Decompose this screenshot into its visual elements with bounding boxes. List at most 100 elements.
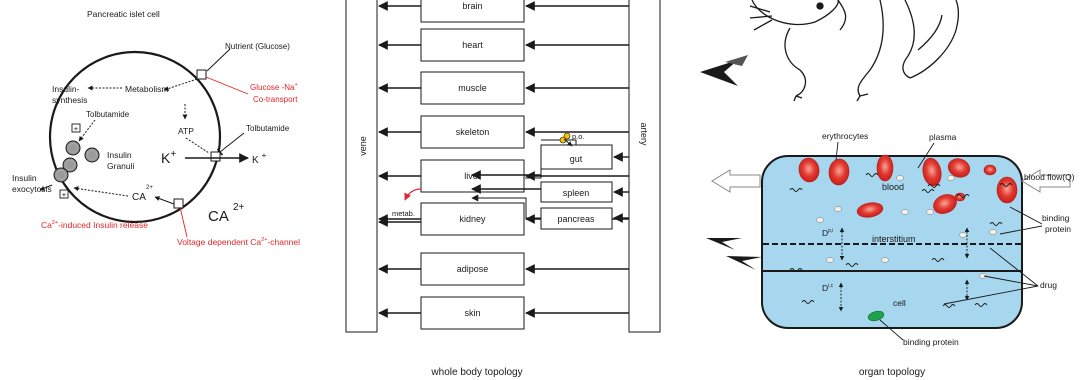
- organ-box-heart: [420, 28, 525, 62]
- erythrocyte-group: [798, 154, 1018, 218]
- interstitium-label: interstitium: [872, 234, 916, 244]
- blood-flow-out-arrow: [711, 169, 761, 193]
- erythrocytes-label: erythrocytes: [822, 131, 868, 141]
- organ-label-spleen: spleen: [563, 188, 590, 198]
- whole-body-caption: whole body topology: [430, 367, 522, 378]
- k-inside-label: K+: [161, 149, 176, 166]
- drug-molecule: [927, 184, 941, 188]
- organ-label-muscle: muscle: [458, 83, 487, 93]
- organ-box-skeleton: [420, 115, 525, 149]
- organ-box-spleen: [540, 181, 613, 203]
- chevron-upper-2: [725, 55, 748, 66]
- binding-protein: [979, 273, 987, 279]
- binding-protein: [881, 257, 889, 263]
- drug-molecule: [845, 263, 859, 267]
- k-atp-channel: [210, 151, 221, 162]
- erythrocytes-leader: [835, 141, 839, 161]
- drug-molecule: [989, 222, 1003, 226]
- metabolism-label: Metabolism: [125, 84, 168, 94]
- atp-to-channel-line: [185, 137, 210, 154]
- insulin-granuli-label-1: Insulin: [107, 150, 132, 160]
- binding-protein: [834, 206, 842, 212]
- plasma-leader: [917, 142, 935, 169]
- d-pi-label: Dp,i: [822, 228, 833, 238]
- blood-flow-label: blood flow(Q): [1024, 172, 1075, 182]
- drug-leader-2: [983, 275, 1039, 287]
- binding-protein-cell: [867, 310, 885, 322]
- drug-leader-1: [989, 247, 1039, 287]
- co-transport-label: Co-transport: [253, 95, 298, 104]
- atp-label: ATP: [178, 126, 194, 136]
- tolbutamide-inner-arrow: [78, 119, 96, 142]
- nutrient-label: Nutrient (Glucose): [225, 42, 290, 51]
- erythrocyte: [856, 202, 884, 218]
- insulin-exocytosis-label-2: exocytosis: [12, 184, 52, 194]
- organ-label-heart: heart: [462, 40, 483, 50]
- plus-box-lower: [59, 189, 69, 199]
- organ-label-skin: skin: [464, 308, 480, 318]
- plus-box-upper: [71, 123, 81, 133]
- binding-protein: [896, 175, 904, 181]
- cell-label: cell: [893, 298, 906, 308]
- drug-molecule: [956, 194, 970, 198]
- insulin-synthesis-label-2: synthesis: [52, 95, 87, 105]
- ca-induced-release-label: Ca2+-induced Insulin release: [41, 220, 148, 230]
- voltage-channel-label: Voltage dependent Ca2+-channel: [177, 237, 300, 247]
- drug-molecule: [974, 303, 988, 307]
- plasma-label: plasma: [929, 132, 957, 142]
- po-label: p.o.: [572, 132, 585, 141]
- drug-molecule: [865, 173, 879, 177]
- plus-sign-upper: +: [74, 124, 79, 133]
- binding-protein: [959, 232, 967, 238]
- drug-molecule: [931, 258, 945, 262]
- glucose-to-metabolism-arrow: [163, 78, 198, 91]
- tolbutamide-inner-label: Tolbutamide: [86, 110, 130, 119]
- rat-illustration: [749, 0, 959, 102]
- metabolism-arrow: [404, 188, 422, 201]
- d-ic-label: Di,c: [822, 283, 834, 293]
- gut-connector: [541, 139, 577, 145]
- glucose-na-label: Glucose -Na+: [250, 82, 298, 92]
- organ-topology-caption: organ topology: [859, 367, 925, 378]
- granule-core: [88, 151, 96, 159]
- exocytosis-arrow: [39, 184, 53, 191]
- drug-molecule: [789, 188, 803, 192]
- erythrocyte: [828, 158, 850, 186]
- erythrocyte: [876, 154, 894, 182]
- ca-inside-charge: 2+: [146, 185, 153, 191]
- insulin-synthesis-label-1: Insulin-: [52, 84, 80, 94]
- ca-outside-label: CA: [208, 208, 229, 225]
- organ-label-gut: gut: [570, 154, 583, 164]
- drug-molecule: [801, 300, 815, 304]
- tolbutamide-outer-inhibit: [216, 132, 245, 156]
- erythrocyte: [996, 176, 1018, 204]
- drug-molecule: [789, 268, 803, 272]
- drug-markers: [789, 173, 1013, 308]
- organ-label-brain: brain: [462, 1, 482, 11]
- erythrocyte: [798, 157, 820, 183]
- chevron-lower-1: [706, 238, 742, 250]
- binding-leader-1: [1009, 206, 1043, 225]
- binding-protein: [947, 175, 955, 181]
- granule-core: [69, 144, 77, 152]
- binding-protein-bottom-label: binding protein: [903, 337, 959, 347]
- ca-to-exocytosis-arrow: [73, 186, 129, 197]
- organ-label-adipose: adipose: [457, 264, 489, 274]
- portal-arrow-3: [471, 194, 541, 219]
- gut-to-liver-line: [525, 169, 542, 179]
- binding-protein: [901, 209, 909, 215]
- glucose-transporter: [196, 69, 207, 80]
- organ-box-skin: [420, 296, 525, 330]
- ca-channel: [173, 198, 184, 209]
- binding-leader-2: [999, 225, 1043, 235]
- erythrocyte: [947, 158, 971, 178]
- insulin-granuli-label-2: Granuli: [107, 161, 135, 171]
- erythrocyte: [922, 157, 942, 187]
- blood-flow-in-arrow: [1021, 169, 1071, 193]
- organ-boxes: brainheartmuscleskeletonliverkidneyadipo…: [378, 0, 629, 330]
- ca-outside-charge: 2+: [233, 202, 245, 213]
- vene-label: vene: [358, 136, 368, 156]
- panel-islet-cell: Pancreatic islet cell Nutrient (Glucose)…: [12, 9, 300, 247]
- tolbutamide-outer-label: Tolbutamide: [246, 124, 290, 133]
- panel-whole-body: vene artery brainheartmuscleskeletonlive…: [345, 0, 661, 378]
